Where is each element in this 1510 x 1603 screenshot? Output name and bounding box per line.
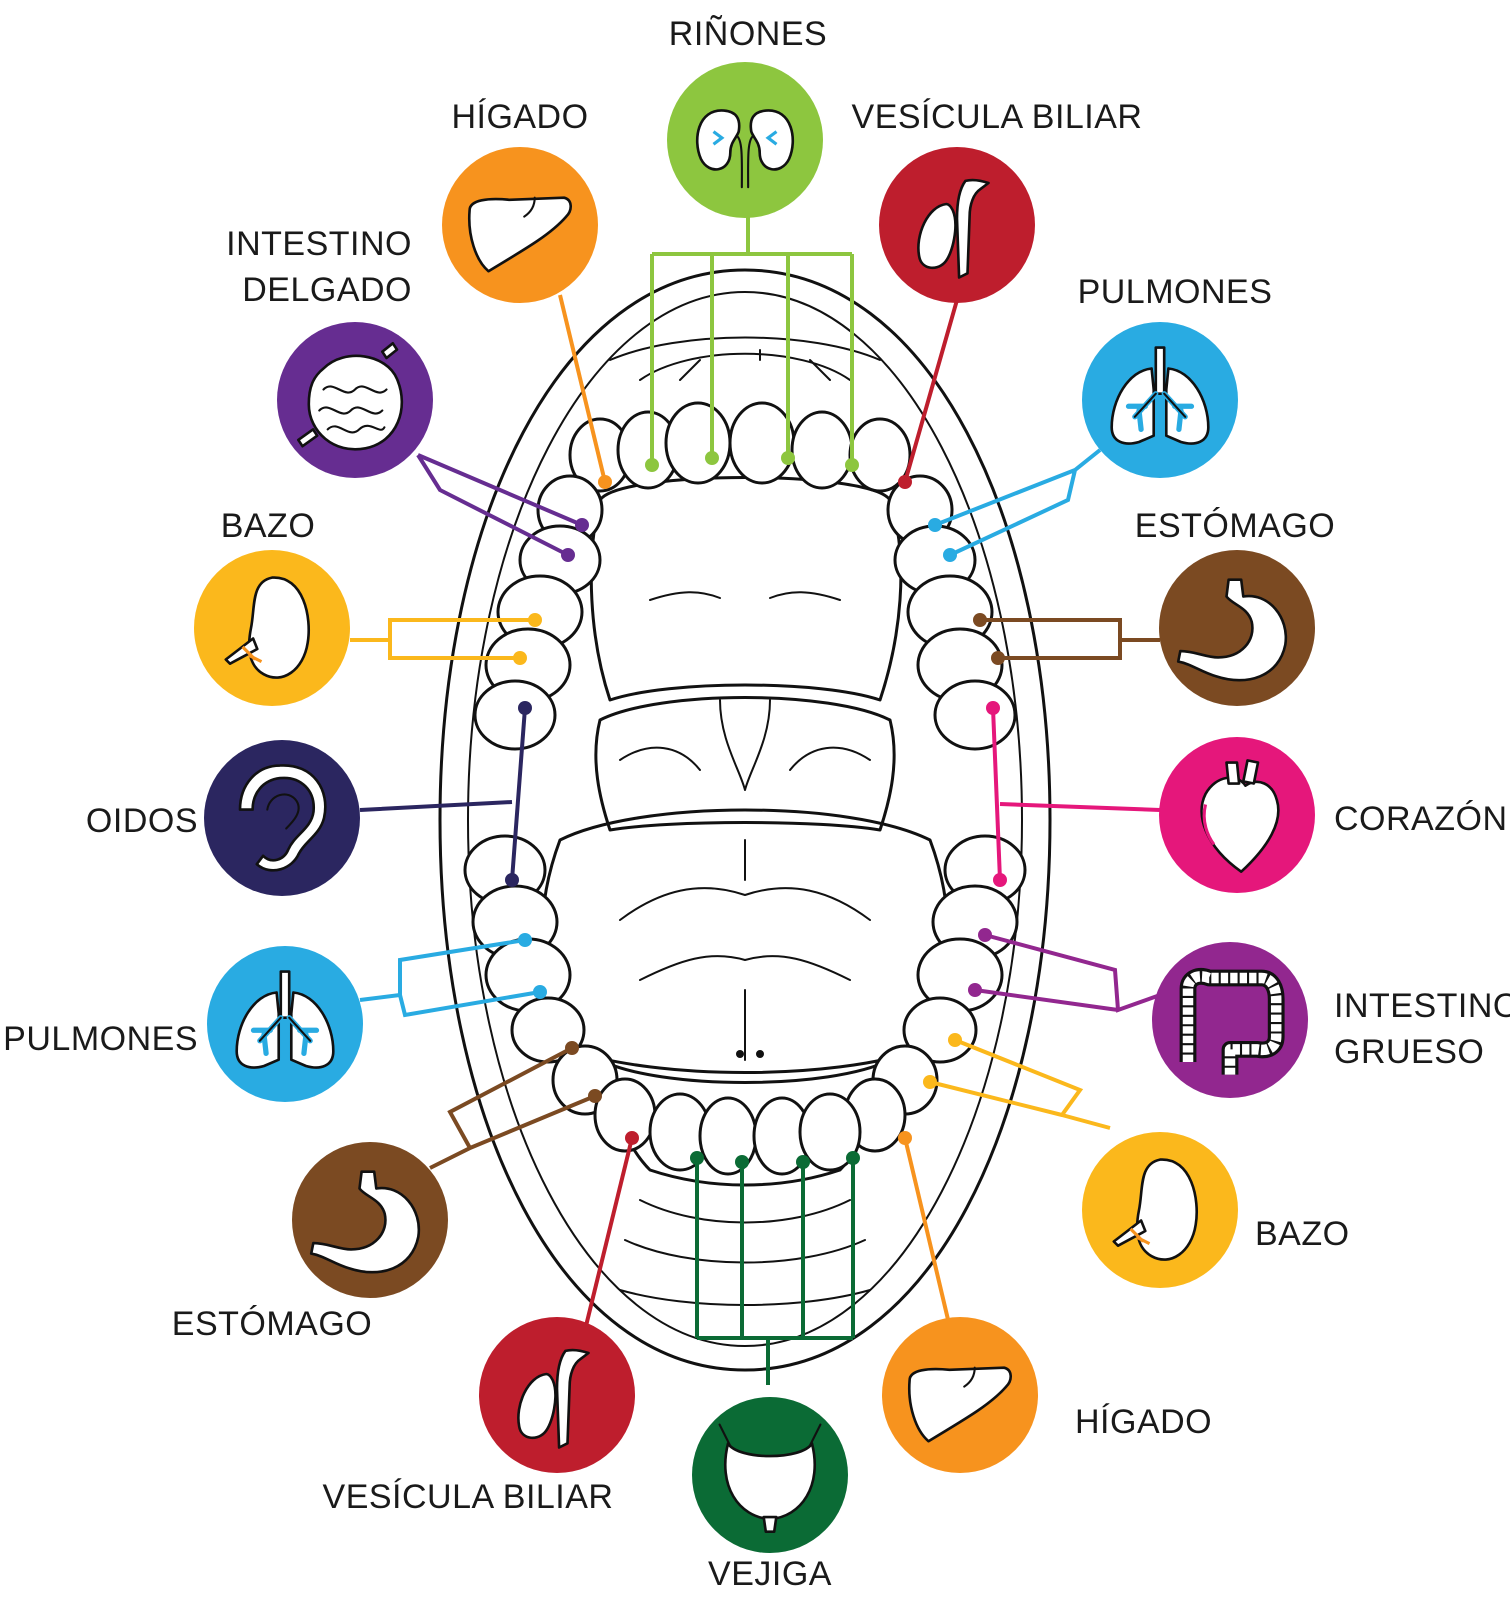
tooth-marker-dot	[518, 933, 532, 947]
organ-badge-bazo-right: BAZO	[1082, 1132, 1350, 1288]
tooth-marker-dot	[513, 651, 527, 665]
organ-label: HÍGADO	[1075, 1403, 1212, 1441]
connector-line	[905, 300, 957, 482]
organ-label-line: HÍGADO	[451, 98, 588, 136]
organ-badge-rinones: RIÑONES	[667, 15, 827, 218]
organ-label-line: RIÑONES	[669, 15, 827, 53]
badge-circle	[1159, 550, 1315, 706]
tooth-marker-dot	[565, 1041, 579, 1055]
organ-label-line: VEJIGA	[708, 1555, 832, 1593]
tooth	[935, 681, 1015, 749]
tooth-marker-dot	[846, 1151, 860, 1165]
tooth-marker-dot	[943, 548, 957, 562]
organ-badge-bazo-left: BAZO	[194, 507, 350, 706]
organ-label: ESTÓMAGO	[1135, 507, 1335, 545]
tooth-marker-dot	[690, 1151, 704, 1165]
tooth-marker-dot	[923, 1075, 937, 1089]
tooth-marker-dot	[735, 1155, 749, 1169]
badge-circle	[292, 1142, 448, 1298]
tooth-marker-dot	[588, 1089, 602, 1103]
organ-label-line: BAZO	[221, 507, 316, 545]
organ-label: VEJIGA	[708, 1555, 832, 1593]
organ-label-line: ESTÓMAGO	[1135, 507, 1335, 545]
tooth-marker-dot	[518, 701, 532, 715]
organ-label-line: PULMONES	[1078, 273, 1273, 311]
organ-label: ESTÓMAGO	[172, 1305, 372, 1343]
organ-label-line: CORAZÓN	[1334, 800, 1508, 838]
tooth-marker-dot	[781, 451, 795, 465]
tooth	[666, 403, 730, 483]
tooth-marker-dot	[845, 458, 859, 472]
tooth-marker-dot	[505, 873, 519, 887]
organ-badge-higado-top: HÍGADO	[442, 98, 598, 303]
tooth-marker-dot	[796, 1155, 810, 1169]
organ-label-line: INTESTINO	[1334, 987, 1510, 1025]
organ-badge-higado-bottom: HÍGADO	[882, 1317, 1212, 1473]
badge-circle	[667, 62, 823, 218]
tooth-marker-dot	[898, 1131, 912, 1145]
organ-badge-pulmones-right: PULMONES	[1078, 273, 1273, 478]
tooth	[475, 681, 555, 749]
organ-label: INTESTINO DELGADO	[226, 225, 412, 309]
organ-label-line: VESÍCULA BILIAR	[323, 1478, 614, 1516]
organ-label-line: INTESTINO	[226, 225, 412, 263]
organ-label-line: PULMONES	[3, 1020, 198, 1058]
tooth-marker-dot	[645, 458, 659, 472]
organ-badge-intestino-grueso: INTESTINO GRUESO	[1152, 942, 1510, 1098]
badge-circle	[1082, 322, 1238, 478]
tooth-marker-dot	[928, 518, 942, 532]
organ-badge-intestino-delgado: INTESTINO DELGADO	[226, 225, 433, 478]
tooth-marker-dot	[991, 651, 1005, 665]
tooth-marker-dot	[898, 475, 912, 489]
organ-label: PULMONES	[1078, 273, 1273, 311]
organ-badge-oidos: OIDOS	[86, 740, 360, 896]
organ-label: HÍGADO	[451, 98, 588, 136]
tooth	[730, 403, 794, 483]
tooth-marker-dot	[968, 983, 982, 997]
organ-badge-pulmones-left: PULMONES	[3, 946, 363, 1102]
tooth-marker-dot	[561, 548, 575, 562]
organ-label: VESÍCULA BILIAR	[852, 98, 1143, 136]
tooth-marker-dot	[948, 1033, 962, 1047]
organ-connectors	[350, 215, 1160, 1385]
connector-line	[905, 1138, 950, 1328]
organ-label-line: GRUESO	[1334, 1033, 1484, 1071]
organ-badges: RIÑONES HÍGADO VESÍCULA BILIAR INTESTINO DEL…	[3, 15, 1510, 1593]
organ-label: BAZO	[221, 507, 316, 545]
organ-label-line: DELGADO	[242, 271, 412, 309]
organ-label-line: VESÍCULA BILIAR	[852, 98, 1143, 136]
organ-label: OIDOS	[86, 802, 198, 840]
organ-label: BAZO	[1255, 1215, 1350, 1253]
tooth-marker-dot	[598, 475, 612, 489]
organ-label-line: ESTÓMAGO	[172, 1305, 372, 1343]
connector-line	[585, 1138, 632, 1330]
organ-label: PULMONES	[3, 1020, 198, 1058]
organ-badge-estomago-right: ESTÓMAGO	[1135, 507, 1335, 706]
organ-badge-corazon: CORAZÓN	[1159, 737, 1508, 893]
tooth-marker-dot	[528, 613, 542, 627]
badge-circle	[204, 740, 360, 896]
organ-label: INTESTINO GRUESO	[1334, 987, 1510, 1071]
organ-label: VESÍCULA BILIAR	[323, 1478, 614, 1516]
organ-badge-vesicula-bottom: VESÍCULA BILIAR	[323, 1317, 635, 1516]
organ-label: RIÑONES	[669, 15, 827, 53]
tooth-marker-dot	[533, 985, 547, 999]
organ-badge-estomago-left: ESTÓMAGO	[172, 1142, 448, 1343]
tooth	[792, 412, 852, 488]
tooth-marker-dot	[993, 873, 1007, 887]
tooth-marker-dot	[705, 451, 719, 465]
tooth-marker-dot	[973, 613, 987, 627]
organ-label-line: HÍGADO	[1075, 1403, 1212, 1441]
tooth-marker-dot	[625, 1131, 639, 1145]
organ-label: CORAZÓN	[1334, 800, 1508, 838]
tooth	[595, 1079, 655, 1151]
organ-badge-vejiga: VEJIGA	[692, 1397, 848, 1593]
tooth-marker-dot	[978, 928, 992, 942]
organ-label-line: OIDOS	[86, 802, 198, 840]
organ-label-line: BAZO	[1255, 1215, 1350, 1253]
tooth-marker-dot	[575, 518, 589, 532]
tooth-marker-dot	[986, 701, 1000, 715]
badge-circle	[207, 946, 363, 1102]
